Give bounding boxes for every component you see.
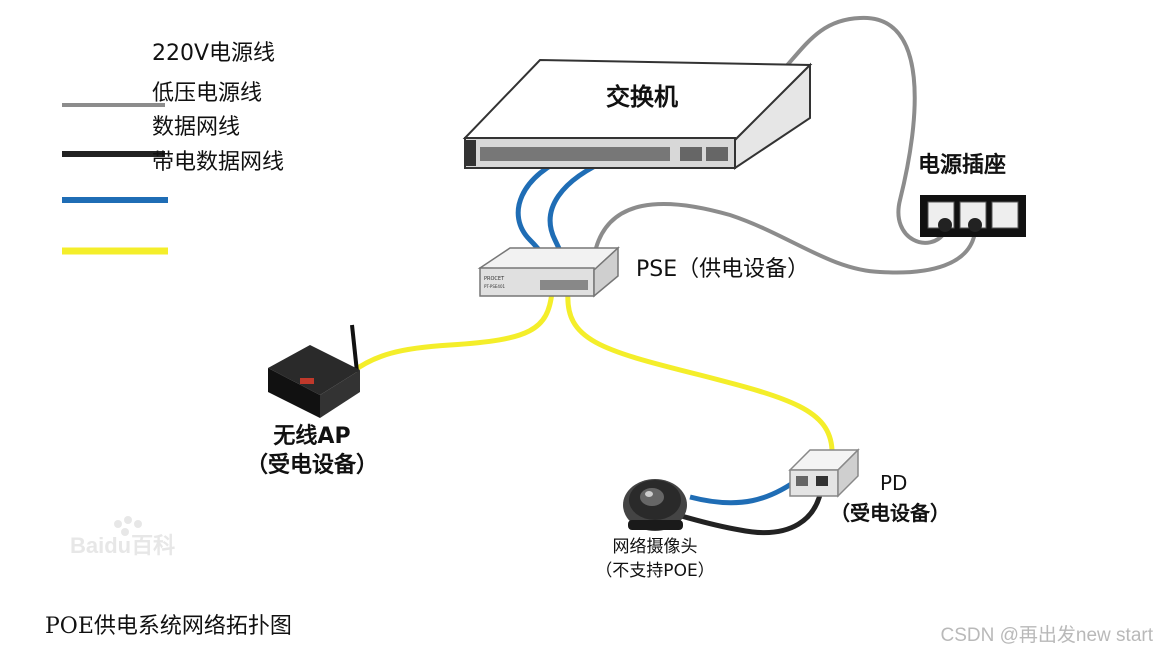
cable-low-voltage-camera xyxy=(669,483,825,536)
pse-label: PSE（供电设备） xyxy=(636,257,809,282)
pd-device: PD （受电设备） xyxy=(788,448,950,525)
network-camera-device: 网络摄像头 （不支持POE） xyxy=(595,479,715,581)
cable-data-camera xyxy=(689,475,802,506)
wireless-ap-device: 无线AP （受电设备） xyxy=(246,324,378,478)
legend: 220V电源线 低压电源线 数据网线 带电数据网线 xyxy=(62,41,284,255)
legend-label-low-voltage: 低压电源线 xyxy=(152,81,262,106)
cable-poe-pd xyxy=(565,291,835,451)
power-socket-device: 电源插座 xyxy=(918,152,1026,237)
csdn-watermark: CSDN @再出发new start xyxy=(940,625,1154,646)
cable-220v-switch xyxy=(758,15,947,245)
diagram-caption: POE供电系统网络拓扑图 xyxy=(45,614,292,639)
camera-name-label: 网络摄像头 xyxy=(613,537,698,557)
pse-model: PT-PSE401 xyxy=(484,284,506,289)
pse-device: PROCET PT-PSE401 PSE（供电设备） xyxy=(477,246,809,298)
switch-label: 交换机 xyxy=(606,83,678,111)
baidu-watermark-logo: Baidu百科 xyxy=(70,516,175,558)
cable-poe-ap xyxy=(350,291,555,375)
ap-name-label: 无线AP xyxy=(273,423,350,449)
cable-220v-pse xyxy=(594,201,977,275)
pd-role-label: （受电设备） xyxy=(830,501,950,525)
pd-name-label: PD xyxy=(880,471,907,495)
camera-note-label: （不支持POE） xyxy=(595,561,714,581)
legend-label-poe-cable: 带电数据网线 xyxy=(152,150,284,175)
baidu-watermark-text: Baidu百科 xyxy=(70,533,175,558)
ap-role-label: （受电设备） xyxy=(246,452,378,478)
switch-device: 交换机 xyxy=(462,58,813,170)
legend-label-data-cable: 数据网线 xyxy=(152,115,240,140)
power-socket-label: 电源插座 xyxy=(918,152,1006,178)
legend-label-220v: 220V电源线 xyxy=(152,41,275,66)
pse-brand: PROCET xyxy=(484,276,505,282)
